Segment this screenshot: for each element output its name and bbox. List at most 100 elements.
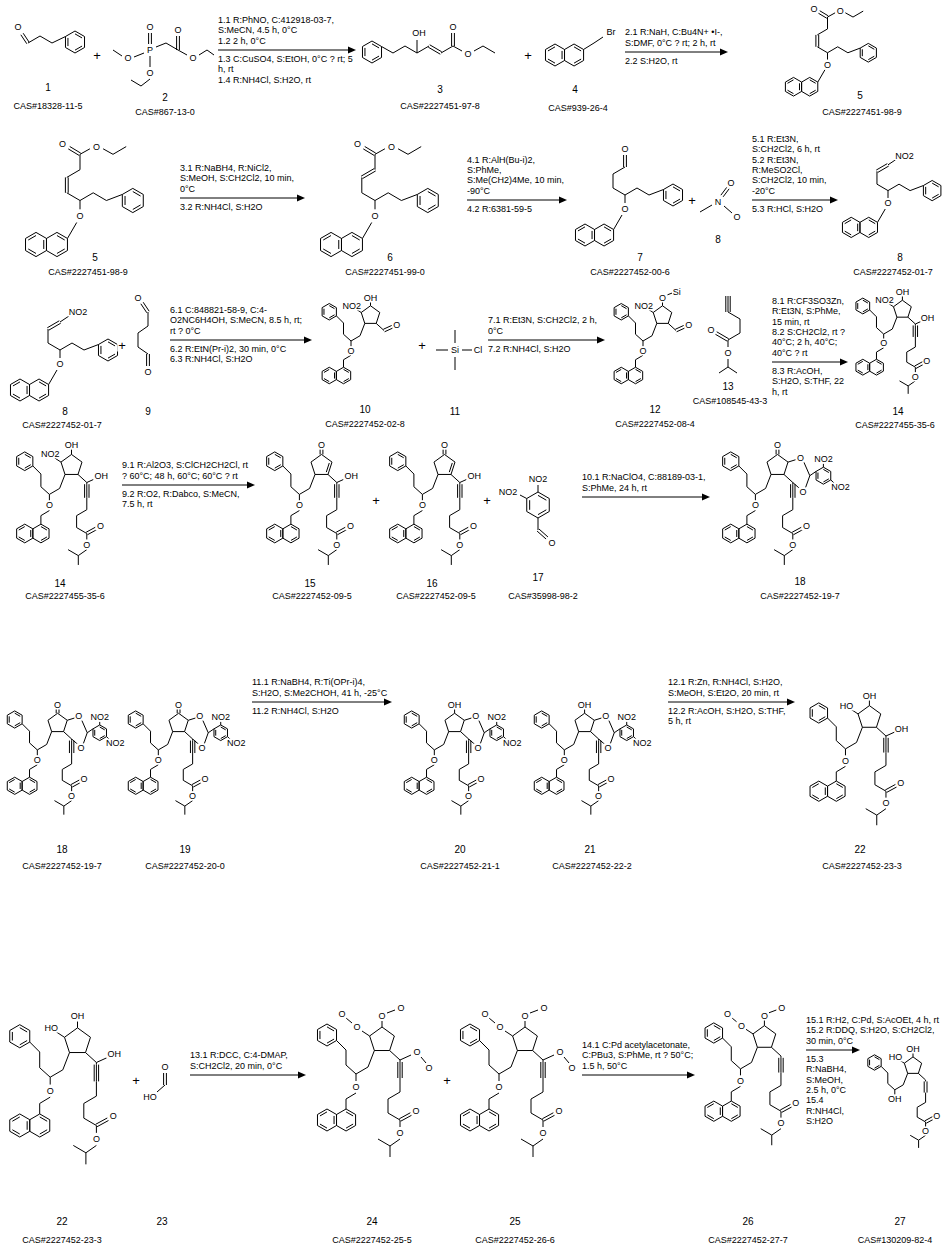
atom-label: O: [76, 743, 85, 752]
bond-line: [96, 1065, 97, 1082]
bond-line: [731, 1086, 740, 1092]
arrow-head: [852, 1047, 860, 1054]
atom-label: O: [607, 774, 616, 783]
bond-line: [419, 724, 426, 731]
bond-line: [336, 527, 345, 532]
atom-label: O: [392, 320, 401, 329]
bond-line: [728, 333, 740, 340]
bond-line: [84, 1096, 97, 1103]
bond-line: [537, 531, 546, 539]
bond-line: [594, 37, 603, 43]
naphthalene-ring: [828, 781, 846, 801]
bond-line: [731, 454, 737, 457]
bond-line: [96, 1063, 97, 1065]
bond-line: [459, 483, 460, 485]
atom-label: O: [53, 700, 62, 709]
bond-line: [917, 1107, 918, 1117]
bond-line: [192, 753, 193, 764]
atom-label: O: [471, 712, 480, 721]
atom-label: O: [75, 211, 84, 220]
bond-line: [715, 334, 727, 341]
bond-line: [564, 1057, 569, 1063]
bond-line: [673, 187, 680, 191]
bond-line: [12, 1130, 19, 1134]
bond-line: [326, 463, 329, 472]
bond-line: [489, 1099, 490, 1109]
bond-line: [48, 329, 49, 343]
reaction-arrow: [190, 1075, 300, 1076]
bond-line: [49, 370, 57, 385]
bond-line: [747, 527, 753, 530]
arrow-head: [298, 1072, 306, 1079]
cas-number: CAS#2227455-35-6: [854, 421, 936, 430]
bond-line: [635, 323, 636, 334]
atom-label: NO2: [341, 301, 362, 310]
bond-line: [57, 1032, 65, 1037]
bond-line: [434, 750, 435, 755]
condition-block: 3.2 R:NH4Cl, S:H2O: [180, 202, 305, 212]
bond-line: [812, 795, 818, 799]
bond-line: [41, 537, 47, 540]
bond-line: [863, 300, 868, 303]
bond-line: [326, 516, 327, 528]
atom-label: O: [836, 7, 845, 16]
atom-label: O: [92, 1135, 101, 1144]
bond-line: [451, 474, 460, 482]
bond-line: [869, 700, 870, 706]
bond-line: [334, 372, 335, 378]
bond-line: [93, 193, 106, 201]
bond-line: [626, 372, 627, 378]
atom-label: O: [448, 23, 457, 32]
naphthalene-ring: [341, 232, 362, 256]
bond-line: [60, 316, 69, 322]
bond-line: [746, 516, 747, 525]
bond-line: [542, 1113, 553, 1119]
bond-line: [434, 744, 443, 749]
bond-line: [459, 498, 460, 510]
plus-sign: +: [131, 1074, 141, 1087]
cas-number: CAS#2227452-26-6: [474, 1236, 556, 1245]
compound-number: 4: [571, 85, 579, 95]
bond-line: [133, 205, 141, 209]
bond-line: [530, 1010, 538, 1013]
cas-number: CAS#2227452-19-7: [759, 592, 841, 601]
bond-line: [398, 465, 404, 468]
bond-line: [59, 709, 60, 714]
bond-line: [318, 550, 328, 556]
atom-label: P: [146, 46, 154, 55]
bond-line: [49, 323, 61, 330]
bond-line: [192, 786, 193, 791]
atom-label: O: [80, 774, 89, 783]
atom-label: NO2: [830, 482, 851, 491]
bond-line: [426, 769, 427, 777]
bond-line: [73, 1145, 86, 1152]
bond-line: [108, 354, 115, 358]
bond-line: [427, 765, 435, 770]
benzene-ring: [856, 298, 870, 314]
cas-number: CAS#2227452-00-6: [589, 268, 671, 277]
atom-label: O: [377, 1012, 386, 1021]
bond-line: [468, 753, 469, 764]
bond-line: [774, 550, 784, 556]
bond-line: [539, 529, 548, 537]
atom-label: NO2: [894, 151, 915, 160]
atom-label: O: [539, 1004, 548, 1013]
bond-line: [714, 1026, 720, 1030]
bond-line: [150, 56, 151, 67]
compound-number: 16: [425, 579, 438, 589]
atom-label: O: [751, 501, 760, 510]
bond-line: [795, 484, 796, 498]
atom-label: O: [911, 372, 920, 381]
naphthalene-ring: [480, 1109, 499, 1131]
bond-line: [28, 236, 36, 240]
bond-line: [782, 516, 783, 528]
cyclopentane-ring: [858, 706, 881, 728]
bond-line: [80, 193, 93, 201]
bond-line: [917, 1102, 925, 1107]
bond-line: [480, 733, 484, 744]
compound-number: 14: [891, 407, 904, 417]
compound-number: 13: [721, 382, 734, 392]
bond-line: [400, 1078, 401, 1092]
bond-line: [470, 1039, 477, 1043]
bond-line: [918, 1140, 919, 1148]
